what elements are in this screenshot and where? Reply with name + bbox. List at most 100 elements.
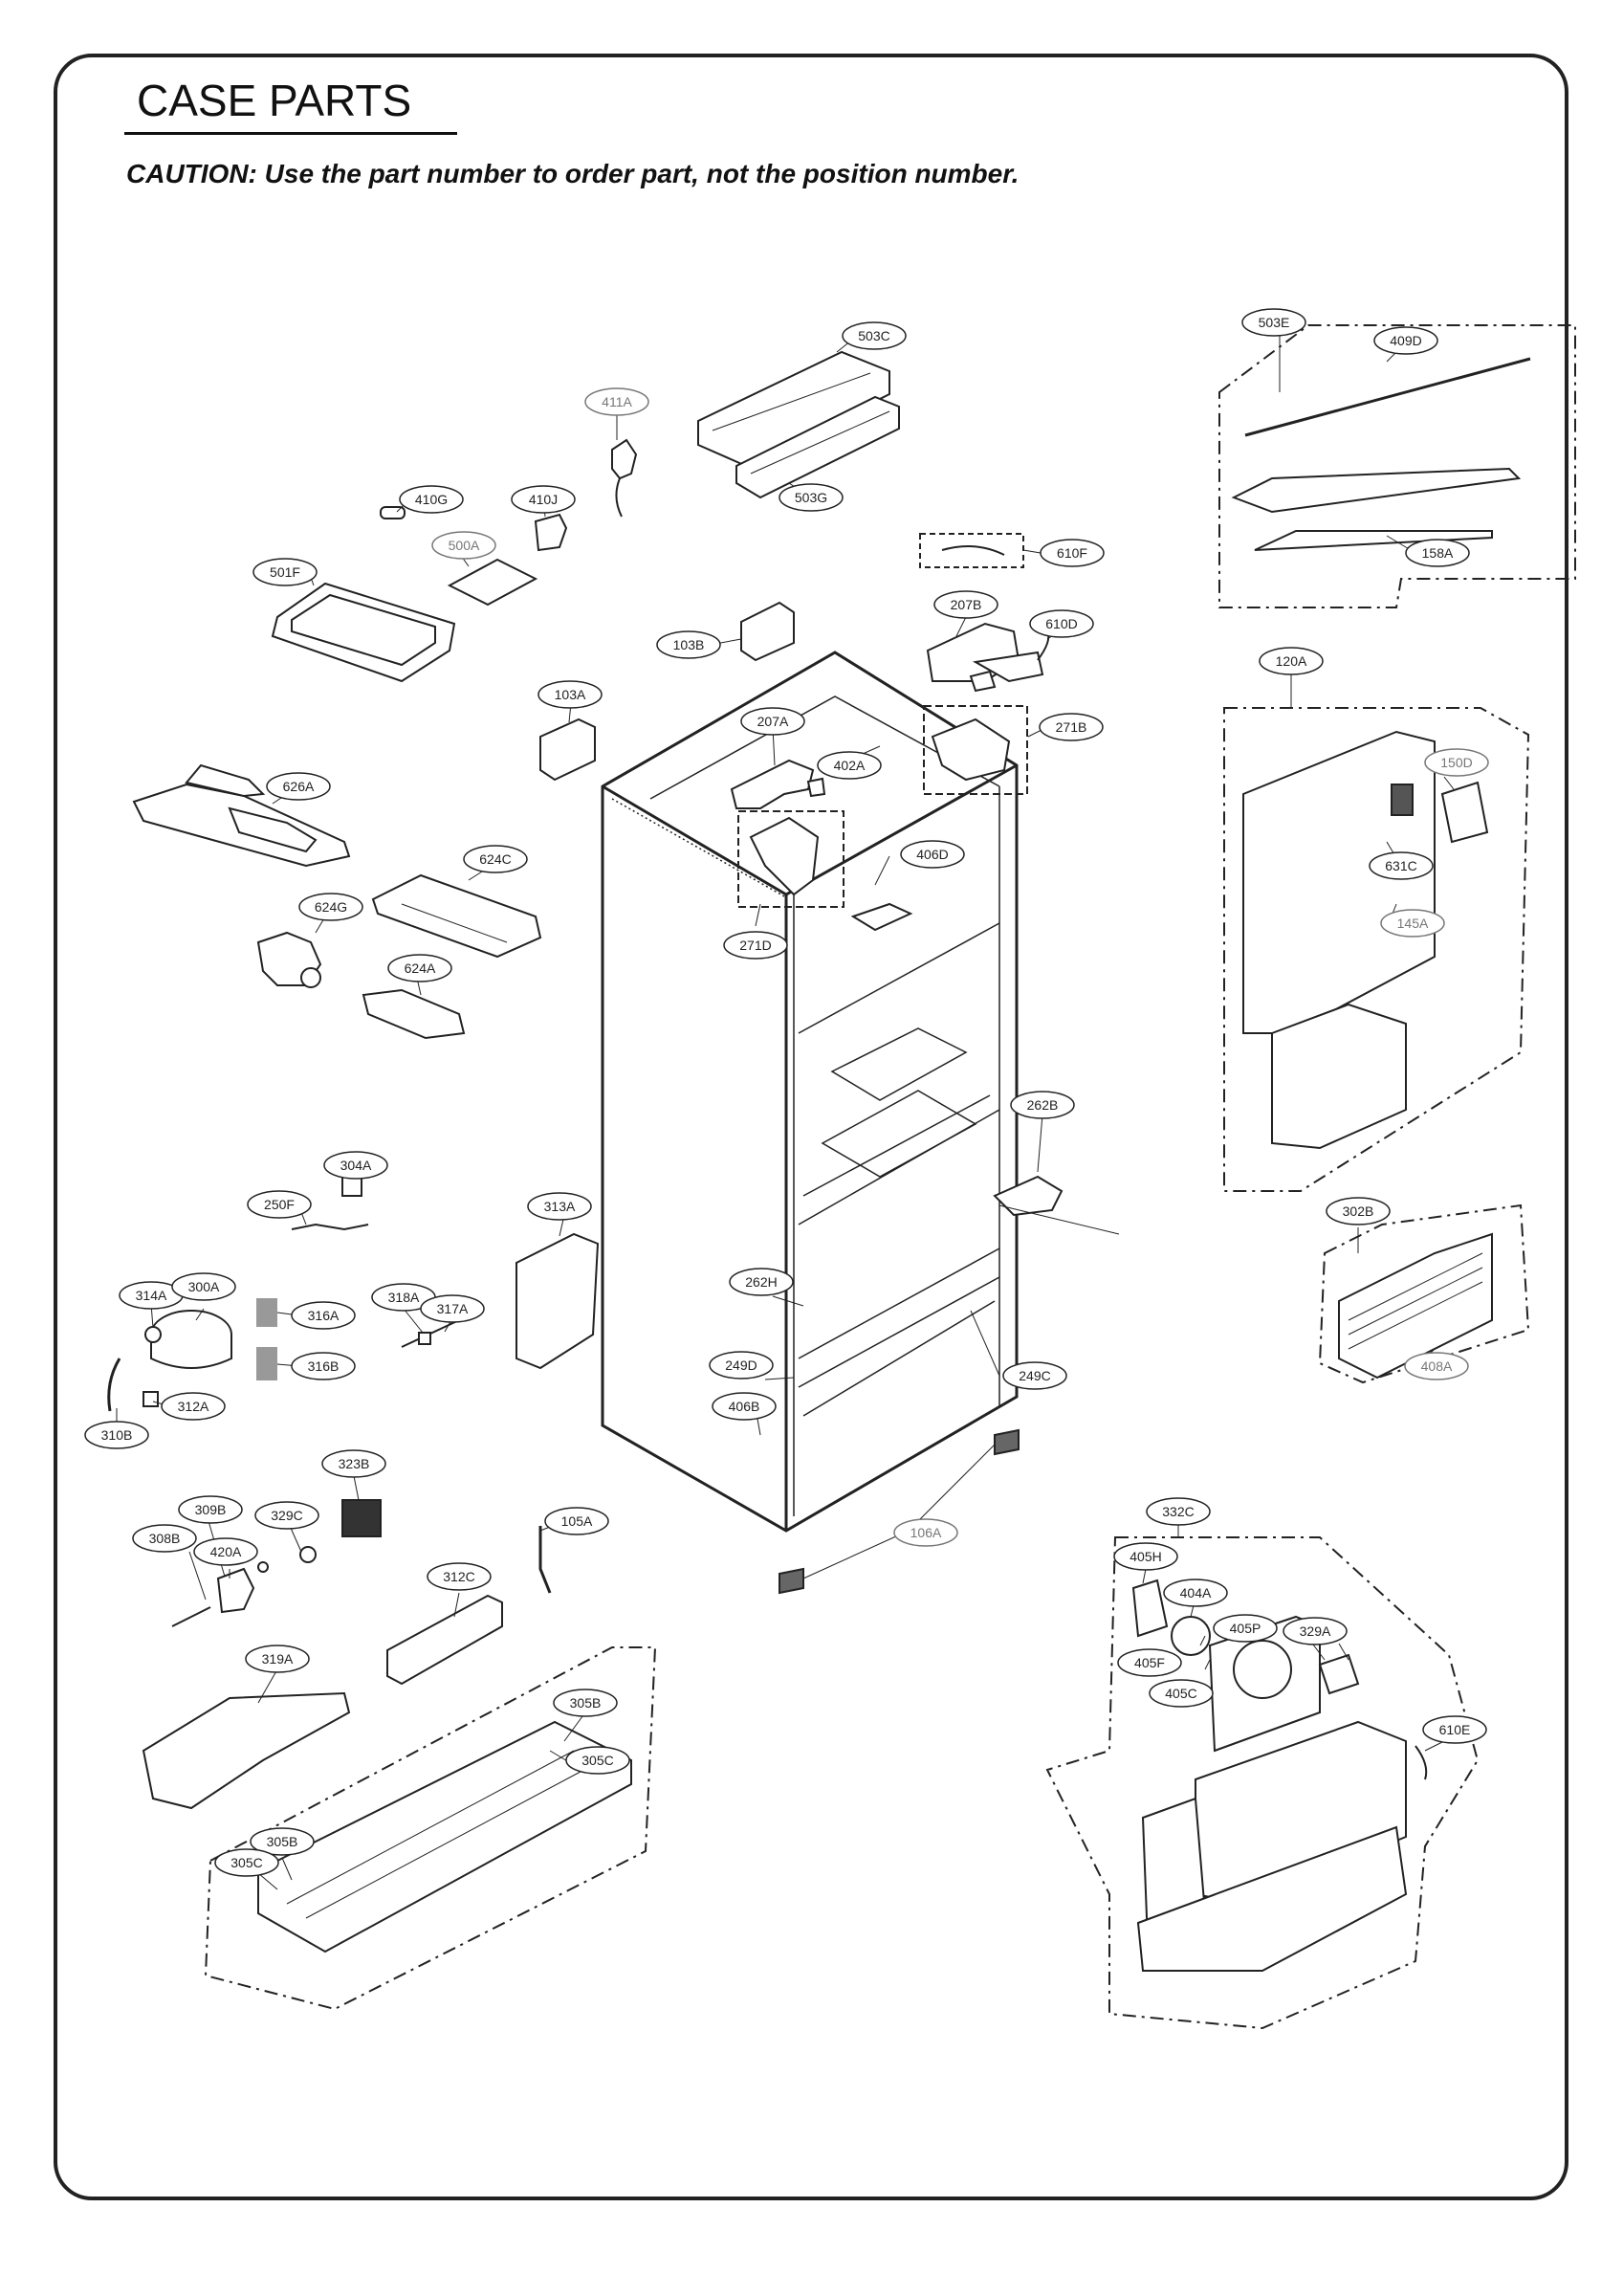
callout-label: 503G	[795, 490, 827, 505]
callout-oval	[193, 1537, 258, 1566]
callout-oval	[1380, 909, 1445, 938]
callout-oval	[1259, 647, 1324, 675]
callout-label: 120A	[1276, 653, 1307, 669]
callout-label: 501F	[270, 564, 300, 580]
callout-405f: 405F	[1117, 1648, 1182, 1677]
callout-label: 308B	[149, 1531, 181, 1546]
callout-oval	[1424, 748, 1489, 777]
callout-oval	[387, 954, 452, 982]
callout-oval	[1404, 1352, 1469, 1380]
callout-label: 145A	[1397, 916, 1429, 931]
callout-207b: 207B	[933, 590, 998, 619]
callout-oval	[779, 483, 844, 512]
callout-oval	[323, 1151, 388, 1180]
callout-610f: 610F	[1040, 539, 1105, 567]
callout-207a: 207A	[740, 707, 805, 736]
callout-label: 305C	[581, 1753, 613, 1768]
callout-label: 405H	[1130, 1549, 1161, 1564]
callout-label: 316B	[308, 1358, 340, 1374]
callout-405h: 405H	[1113, 1542, 1178, 1571]
callout-label: 409D	[1390, 333, 1421, 348]
callout-label: 624C	[479, 851, 511, 867]
callout-label: 410J	[529, 492, 558, 507]
callout-label: 316A	[308, 1308, 340, 1323]
callout-405c: 405C	[1149, 1679, 1214, 1708]
callout-oval	[527, 1192, 592, 1221]
callout-oval	[729, 1268, 794, 1296]
callout-oval	[893, 1518, 958, 1547]
lower-left-parts	[142, 1428, 1020, 2011]
callout-oval	[1040, 539, 1105, 567]
callout-label: 103A	[555, 687, 586, 702]
callout-305c: 305C	[214, 1848, 279, 1877]
callout-409d: 409D	[1373, 326, 1438, 355]
callout-329a: 329A	[1283, 1617, 1348, 1645]
callout-label: 207A	[757, 714, 789, 729]
callout-label: 305B	[570, 1695, 602, 1711]
callout-label: 610E	[1439, 1722, 1471, 1737]
callout-label: 624G	[315, 899, 347, 915]
callout-405p: 405P	[1213, 1614, 1278, 1643]
page-frame	[54, 54, 1568, 2200]
callout-label: 318A	[388, 1290, 420, 1305]
callout-label: 329A	[1300, 1623, 1331, 1639]
callout-label: 262H	[745, 1274, 777, 1290]
callout-302b: 302B	[1326, 1197, 1391, 1225]
callout-label: 250F	[264, 1197, 295, 1212]
callout-label: 402A	[834, 758, 866, 773]
callout-label: 408A	[1421, 1358, 1453, 1374]
callout-314a: 314A	[119, 1281, 184, 1310]
callout-oval	[900, 840, 965, 869]
callout-610e: 610E	[1422, 1715, 1487, 1744]
callout-305b: 305B	[250, 1827, 315, 1856]
callout-oval	[427, 1562, 492, 1591]
callout-406d: 406D	[900, 840, 965, 869]
callout-label: 410G	[415, 492, 448, 507]
callout-420a: 420A	[193, 1537, 258, 1566]
callout-oval	[266, 772, 331, 801]
callout-label: 406D	[916, 847, 948, 862]
hinge-parts	[730, 622, 1044, 932]
callout-145a: 145A	[1380, 909, 1445, 938]
callout-oval	[740, 707, 805, 736]
callout-158a: 158A	[1405, 539, 1470, 567]
callout-503c: 503C	[842, 321, 907, 350]
callout-oval	[933, 590, 998, 619]
callout-label: 503C	[858, 328, 889, 343]
callout-oval	[1283, 1617, 1348, 1645]
callout-313a: 313A	[527, 1192, 592, 1221]
callout-oval	[1039, 713, 1104, 741]
callout-label: 103B	[673, 637, 705, 652]
callout-oval	[431, 531, 496, 560]
cabinet	[601, 651, 1028, 1533]
callout-oval	[842, 321, 907, 350]
callout-501f: 501F	[252, 558, 318, 586]
callout-oval	[132, 1524, 197, 1553]
callout-oval	[298, 893, 363, 921]
callout-label: 300A	[188, 1279, 220, 1294]
callout-305c: 305C	[565, 1746, 630, 1775]
callout-label: 314A	[136, 1288, 167, 1303]
callout-label: 302B	[1343, 1203, 1374, 1219]
callout-oval	[544, 1507, 609, 1535]
top-left-parts	[271, 350, 1024, 782]
callout-624c: 624C	[463, 845, 528, 873]
callout-oval	[1146, 1497, 1211, 1526]
callout-label: 405F	[1134, 1655, 1165, 1670]
callout-label: 405P	[1230, 1621, 1261, 1636]
callout-408a: 408A	[1404, 1352, 1469, 1380]
callout-404a: 404A	[1163, 1578, 1228, 1607]
callout-oval	[553, 1689, 618, 1717]
callout-oval	[1213, 1614, 1278, 1643]
callout-label: 271B	[1056, 719, 1087, 735]
callout-oval	[1002, 1361, 1067, 1390]
callout-626a: 626A	[266, 772, 331, 801]
callout-label: 317A	[437, 1301, 469, 1316]
callout-oval	[399, 485, 464, 514]
callout-oval	[247, 1190, 312, 1219]
callout-label: 150D	[1440, 755, 1472, 770]
callout-oval	[291, 1301, 356, 1330]
callout-oval	[656, 630, 721, 659]
caution-note: CAUTION: Use the part number to order pa…	[126, 159, 1020, 188]
callout-631c: 631C	[1369, 851, 1434, 880]
